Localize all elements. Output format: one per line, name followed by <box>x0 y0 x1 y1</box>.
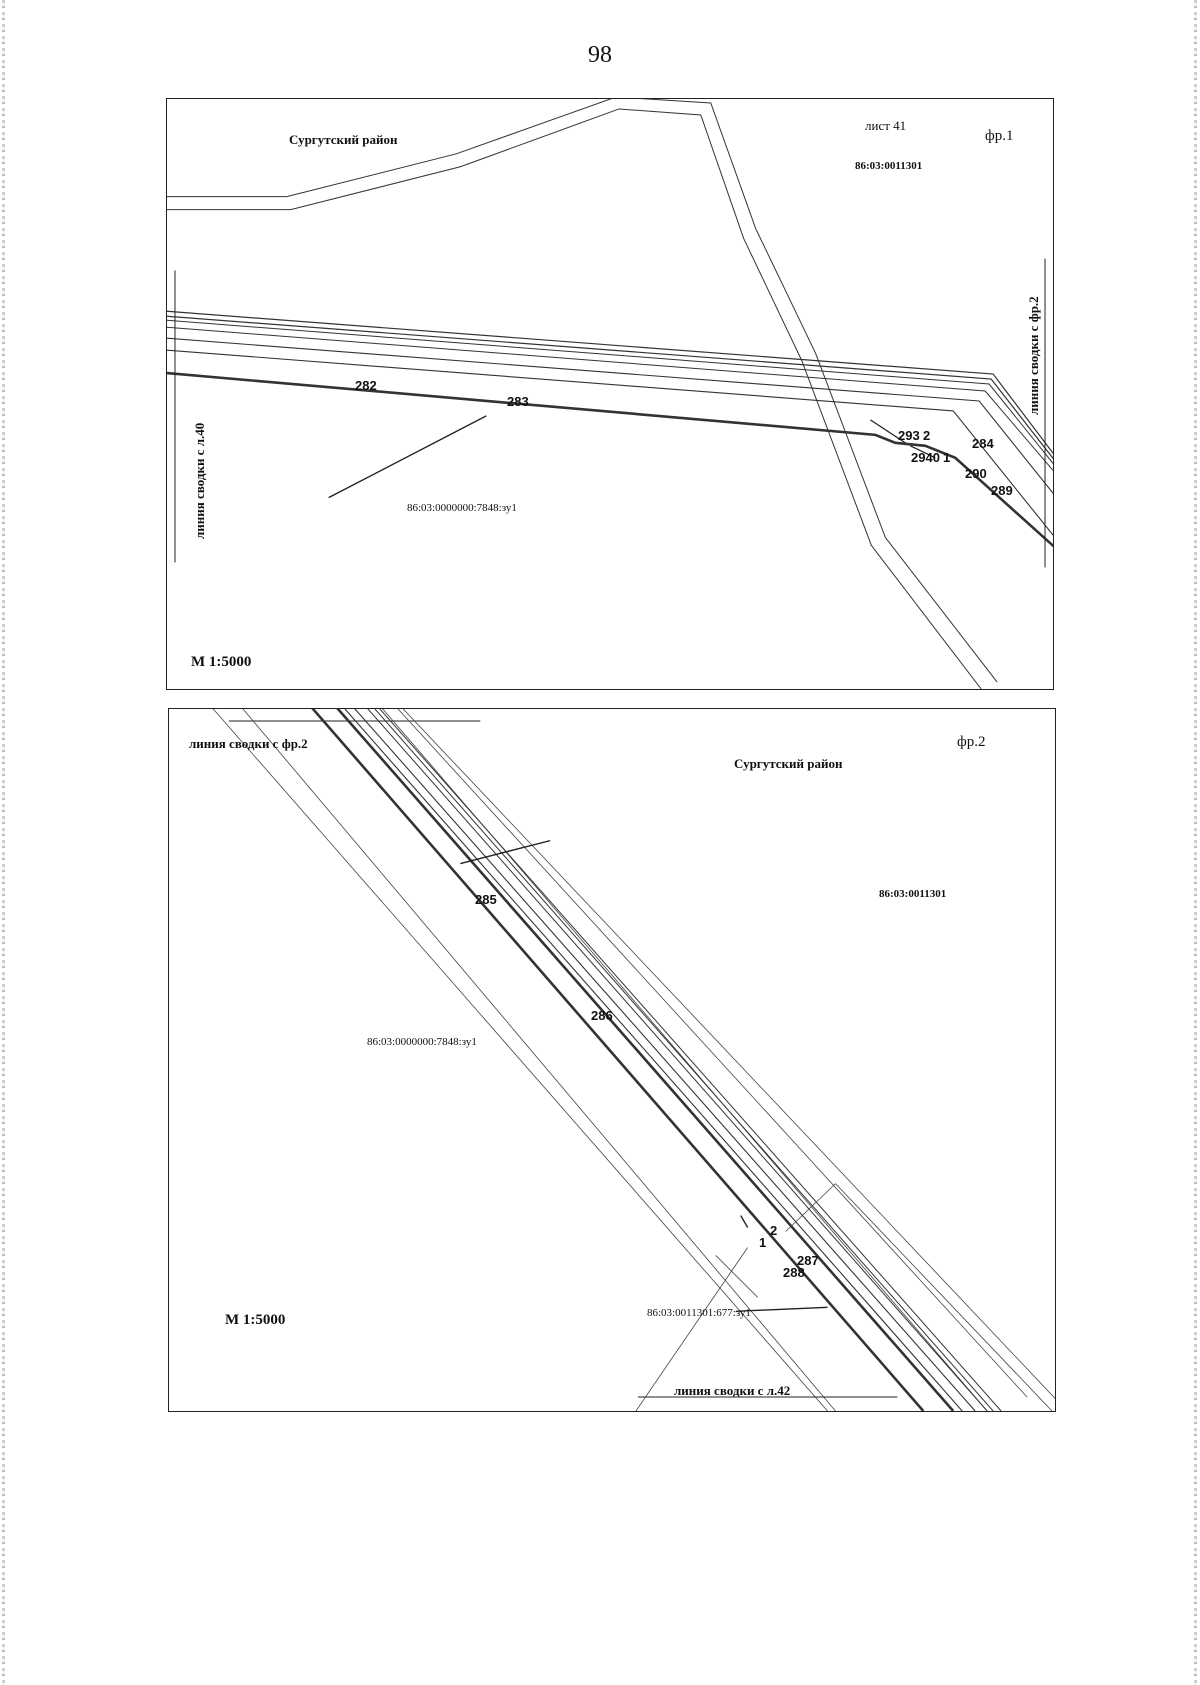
district-label: Сургутский район <box>289 132 398 147</box>
point-label: 288 <box>783 1265 805 1280</box>
parcel-label-secondary: 86:03:0011301:677:зу1 <box>647 1307 751 1319</box>
point-label: 289 <box>991 483 1013 498</box>
map-fragment-1-drawing <box>167 99 1053 689</box>
point-label: 1 <box>943 450 951 465</box>
parcel-leader-line <box>460 839 551 865</box>
point-label: 283 <box>507 394 529 409</box>
point-label: 287 <box>797 1253 819 1268</box>
scale-label: М 1:5000 <box>191 654 252 670</box>
point-label: 2 <box>923 428 931 443</box>
map-fragment-2-drawing <box>212 709 1055 1411</box>
scan-edge-right <box>1194 0 1197 1685</box>
parcel-label: 86:03:0000000:7848:зу1 <box>407 502 517 514</box>
corridor-lines <box>167 310 1053 548</box>
map-fragment-2: линия сводки с фр.2 фр.2 Сургутский райо… <box>168 708 1056 1412</box>
page-number: 98 <box>588 42 612 68</box>
point-label: 293 <box>898 428 920 443</box>
match-line-right-label: линия сводки с фр.2 <box>1026 296 1041 415</box>
fragment-label: фр.1 <box>985 128 1014 144</box>
match-line-top-label: линия сводки с фр.2 <box>189 736 308 751</box>
sheet-label: лист 41 <box>865 118 907 133</box>
point-tick <box>740 1215 749 1228</box>
scale-label: М 1:5000 <box>225 1312 286 1328</box>
point-label: 2 <box>770 1223 778 1238</box>
point-label: 1 <box>759 1235 767 1250</box>
cadastral-block-label: 86:03:0011301 <box>855 160 923 172</box>
match-line-left-label: линия сводки с л.40 <box>192 422 207 539</box>
point-label: 286 <box>591 1008 613 1023</box>
scan-edge-left <box>2 0 5 1685</box>
parcel-label: 86:03:0000000:7848:зу1 <box>367 1036 477 1048</box>
cadastral-block-label: 86:03:0011301 <box>879 888 947 900</box>
map-fragment-1: Сургутский район лист 41 фр.1 86:03:0011… <box>166 98 1054 690</box>
fragment-label: фр.2 <box>957 734 986 750</box>
secondary-parcel-outline <box>635 1183 1053 1411</box>
outer-boundary-lines <box>212 709 1055 1411</box>
match-line-bottom-label: линия сводки с л.42 <box>674 1383 791 1398</box>
point-label: 290 <box>965 466 987 481</box>
road-upper <box>167 99 998 689</box>
parcel-leader-line <box>328 415 487 499</box>
parcel-leader-line-secondary <box>735 1306 828 1312</box>
point-label: 285 <box>475 892 497 907</box>
point-label: 282 <box>355 378 377 393</box>
point-label: 284 <box>972 436 994 451</box>
point-label: 2940 <box>911 450 940 465</box>
district-label: Сургутский район <box>734 756 843 771</box>
spur-lines <box>870 419 936 459</box>
corridor-lines <box>311 709 1002 1411</box>
